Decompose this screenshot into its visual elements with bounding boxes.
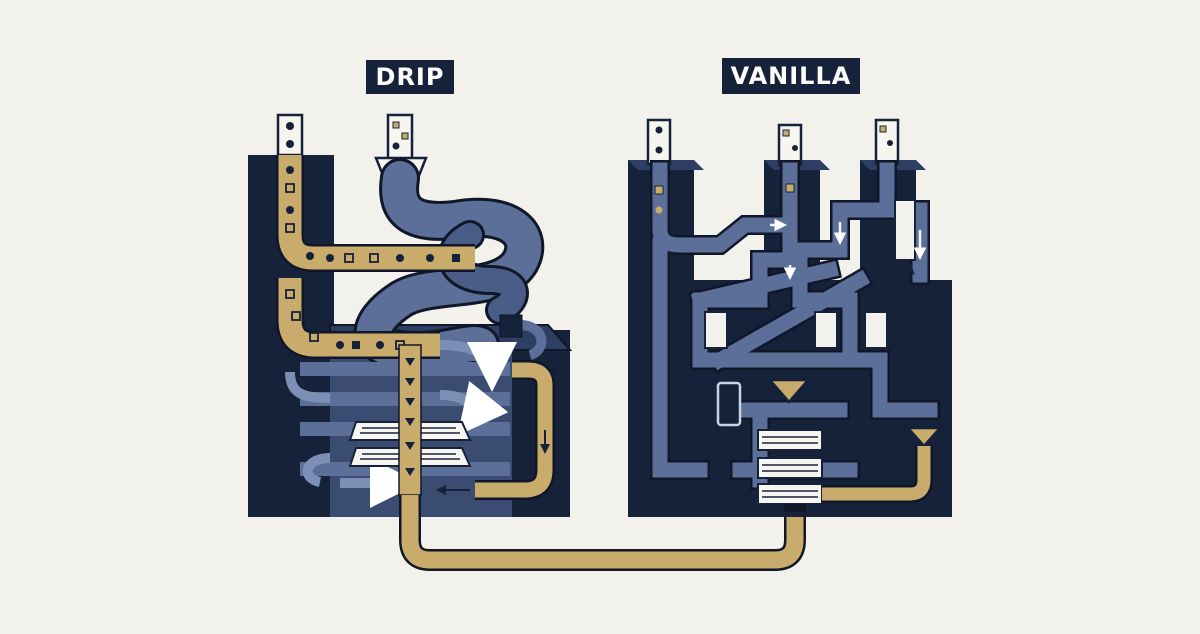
vanilla-window — [864, 311, 888, 349]
circle-icon — [286, 140, 294, 148]
drip-valve — [499, 314, 523, 338]
drip-input-chute-1 — [276, 113, 304, 157]
arrow-icon — [405, 418, 415, 426]
shared-output-pipe — [401, 495, 804, 569]
circle-icon — [792, 145, 798, 151]
filter-stack-icon — [757, 429, 823, 505]
vanilla-input-chute-3 — [874, 118, 900, 166]
arrow-icon — [405, 398, 415, 406]
arrow-icon — [439, 340, 517, 392]
circle-icon — [306, 252, 314, 260]
square-icon — [654, 185, 664, 195]
circle-icon — [376, 341, 384, 349]
square-icon — [401, 132, 409, 140]
drip-machine — [248, 113, 573, 517]
circle-icon — [655, 206, 663, 214]
vanilla-window — [894, 199, 916, 261]
square-icon — [879, 125, 887, 133]
square-icon — [352, 341, 360, 349]
drip-gold-return — [475, 362, 553, 498]
drip-input-chute-2 — [386, 113, 414, 162]
arrow-icon — [439, 380, 509, 436]
vanilla-filter-2 — [757, 457, 823, 479]
arrow-icon — [405, 358, 415, 366]
arrow-icon — [302, 453, 331, 487]
square-icon — [785, 183, 795, 193]
square-icon — [291, 311, 301, 321]
square-icon — [452, 254, 460, 262]
vanilla-window — [814, 311, 838, 349]
funnel-icon — [767, 378, 811, 404]
circle-icon — [286, 166, 294, 174]
circle-icon — [392, 142, 400, 150]
circle-icon — [336, 341, 344, 349]
drip-gold-conveyor-2 — [278, 278, 440, 357]
circle-icon — [286, 122, 294, 130]
label-drip: DRIP — [366, 60, 454, 94]
square-icon — [309, 332, 319, 342]
square-icon — [344, 253, 354, 263]
circle-icon — [326, 254, 334, 262]
vanilla-window — [704, 311, 728, 349]
circle-icon — [655, 126, 663, 134]
square-icon — [392, 121, 400, 129]
funnel-icon — [905, 426, 943, 448]
circle-icon — [426, 254, 434, 262]
arrow-icon — [405, 378, 415, 386]
square-icon — [285, 289, 295, 299]
circle-icon — [655, 146, 663, 154]
vanilla-machine — [628, 118, 952, 517]
arrow-icon — [285, 371, 331, 403]
vanilla-filter-3 — [757, 483, 823, 505]
arrow-icon — [405, 468, 415, 476]
circle-icon — [396, 254, 404, 262]
arrow-icon — [904, 264, 915, 275]
circle-icon — [887, 140, 893, 146]
square-icon — [285, 183, 295, 193]
square-icon — [782, 129, 790, 137]
drip-drop-arrows — [405, 358, 415, 476]
vanilla-gold-output — [822, 446, 931, 501]
label-vanilla: VANILLA — [722, 58, 860, 94]
square-icon — [285, 223, 295, 233]
vanilla-valve-box — [716, 381, 742, 427]
square-icon — [369, 253, 379, 263]
arrow-icon — [405, 442, 415, 450]
circle-icon — [286, 206, 294, 214]
vanilla-input-chute-2 — [777, 123, 803, 167]
vanilla-filter-1 — [757, 429, 823, 451]
arrow-icon — [519, 320, 547, 360]
